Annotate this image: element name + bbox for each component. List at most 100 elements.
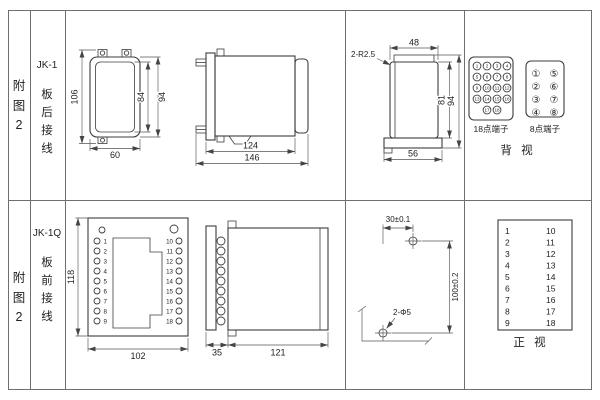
dim-qfront-width: 102 <box>130 351 145 361</box>
jk1q-front-view-drawing: 1 2 3 4 5 6 7 8 9 10 11 12 13 14 15 16 1… <box>65 217 189 362</box>
dim-hole-horizontal-spacing: 30±0.1 <box>386 215 411 224</box>
dim-side-total-length: 146 <box>244 153 259 163</box>
terminal-pin: 12 <box>504 86 510 91</box>
wiring-label-char: 线 <box>41 309 53 323</box>
pin-number: 4 <box>104 268 108 275</box>
terminal-pin: 14 <box>484 97 490 102</box>
terminal-pin: 17 <box>484 108 490 113</box>
drilling-template-drawing: 30±0.1 100±0.2 2-Φ5 <box>357 214 461 345</box>
terminal-pin: 11 <box>495 86 500 91</box>
pin-number: 18 <box>166 318 173 325</box>
terminal-number: 15 <box>546 284 556 294</box>
terminal-pin: 1 <box>476 64 479 69</box>
terminal-number: 9 <box>505 318 510 328</box>
jk1-side-view-drawing: 124 146 <box>195 48 309 166</box>
pin-number: 2 <box>104 248 108 255</box>
terminal-pin: ③ <box>532 95 541 106</box>
terminal-pin: 13 <box>474 97 480 102</box>
jk1-rear-view-drawing: 2-R2.5 48 81 94 56 <box>350 36 462 162</box>
terminal-pin: 15 <box>494 97 500 102</box>
terminal-pin: 4 <box>506 64 509 69</box>
terminal-number: 14 <box>546 272 556 282</box>
pin-number: 1 <box>104 238 108 245</box>
terminal-number: 6 <box>505 284 510 294</box>
fig-label-char: 2 <box>16 310 23 324</box>
pin-number: 15 <box>166 288 173 295</box>
pin-number: 17 <box>166 308 173 315</box>
terminal-pin: ⑥ <box>550 82 559 93</box>
terminal-18-block <box>468 56 514 121</box>
terminal-pin: ② <box>532 82 541 93</box>
terminal-8-label: 8点端子 <box>530 124 561 134</box>
terminal-pin: 8 <box>506 75 509 80</box>
terminal-number: 7 <box>505 295 510 305</box>
pin-number: 5 <box>104 278 108 285</box>
terminal-18-points: 1 2 3 4 5 6 7 8 9 10 11 12 13 14 15 16 1… <box>472 61 512 115</box>
terminal-pin: 3 <box>496 64 499 69</box>
radius-callout: 2-R2.5 <box>351 50 376 59</box>
pin-number: 11 <box>167 248 174 255</box>
terminal-pin: 7 <box>496 75 499 80</box>
front-terminal-table: 1 2 3 4 5 6 7 8 9 10 11 12 13 14 15 16 1… <box>497 219 573 349</box>
dim-front-width: 60 <box>110 150 120 160</box>
fig-label-char: 图 <box>13 291 26 305</box>
back-view-label: 背 视 <box>500 143 535 157</box>
table-grid <box>8 10 592 390</box>
wiring-label-char: 线 <box>41 141 53 155</box>
back-terminal-views: 1 2 3 4 5 6 7 8 9 10 11 12 13 14 15 16 1… <box>468 56 565 157</box>
jk1q-side-view-drawing: 35 121 <box>205 220 329 359</box>
terminal-number: 8 <box>505 307 510 317</box>
terminal-number: 13 <box>546 261 556 271</box>
pin-number: 6 <box>104 288 108 295</box>
wiring-label-char: 接 <box>41 124 53 137</box>
top-row-labels: 附 图 2 JK-1 板 后 接 线 <box>13 60 58 155</box>
fig-label-char: 附 <box>13 79 26 93</box>
terminal-pin: ① <box>532 69 541 80</box>
dim-side-body-length: 124 <box>243 141 258 151</box>
wiring-label-char: 接 <box>41 292 53 305</box>
terminal-number: 12 <box>546 249 556 259</box>
terminal-pin: 10 <box>484 86 490 91</box>
pin-number: 13 <box>166 268 173 275</box>
front-table-right-column: 10 11 12 13 14 15 16 17 18 <box>546 226 556 328</box>
dim-rear-total-height: 94 <box>446 96 456 106</box>
terminal-number: 1 <box>505 226 510 236</box>
terminal-pin: 2 <box>486 64 489 69</box>
terminal-pin: 6 <box>486 75 489 80</box>
dim-front-inner-height: 84 <box>136 92 146 102</box>
dim-front-outer-height: 94 <box>157 92 167 102</box>
terminal-number: 18 <box>546 318 556 328</box>
terminal-number: 11 <box>546 238 555 248</box>
pin-number: 3 <box>104 258 108 265</box>
terminal-number: 2 <box>505 238 510 248</box>
pin-number: 8 <box>104 308 108 315</box>
terminal-number: 17 <box>546 307 556 317</box>
pin-number: 7 <box>104 298 108 305</box>
jk1-front-view-drawing: 106 84 94 60 <box>68 49 168 161</box>
q-front-left-pins: 1 2 3 4 5 6 7 8 9 <box>93 237 108 325</box>
terminal-number: 5 <box>505 272 510 282</box>
model-label: JK-1Q <box>33 228 62 239</box>
q-side-terminal-screws <box>216 236 226 326</box>
dim-qside-length: 121 <box>270 348 285 358</box>
dim-qside-depth: 35 <box>212 348 222 358</box>
dim-hole-vertical-spacing: 100±0.2 <box>451 272 460 301</box>
terminal-8-points: ① ⑤ ② ⑥ ③ ⑦ ④ ⑧ <box>532 69 559 119</box>
pin-number: 9 <box>104 318 108 325</box>
dim-rear-inner-height: 81 <box>437 95 447 105</box>
wiring-label-char: 板 <box>41 255 53 269</box>
pin-number: 14 <box>166 278 173 285</box>
pin-number: 10 <box>166 238 173 245</box>
terminal-number: 10 <box>546 226 556 236</box>
terminal-pin: 9 <box>476 86 479 91</box>
hole-diameter-callout: 2-Φ5 <box>393 308 411 317</box>
terminal-pin: ⑤ <box>550 69 559 80</box>
fig-label-char: 2 <box>16 118 23 132</box>
terminal-pin: 18 <box>494 108 500 113</box>
terminal-pin: 16 <box>504 97 510 102</box>
fig-label-char: 图 <box>13 99 26 113</box>
terminal-8-block <box>525 60 565 118</box>
terminal-18-label: 18点端子 <box>474 124 509 134</box>
